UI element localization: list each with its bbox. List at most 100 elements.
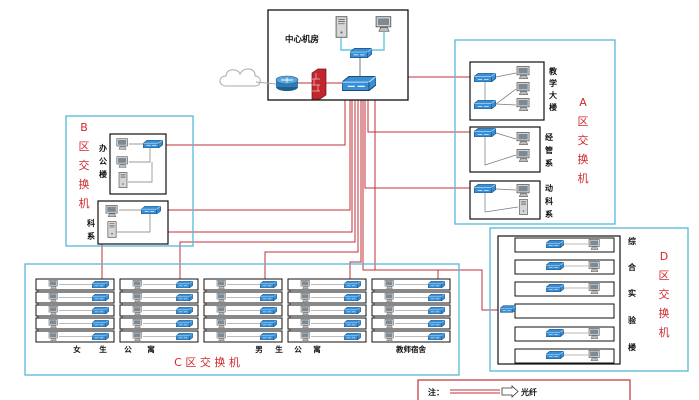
center-distribution-switch-icon	[350, 48, 372, 58]
a3-char-0: 动	[545, 183, 553, 193]
fiber-center-to-c-c	[264, 92, 359, 283]
legend-note-label: 注：	[428, 387, 444, 397]
fiber-center-to-a-building-3	[364, 92, 472, 189]
c-switch-icon	[260, 294, 277, 301]
a1-char-2: 大	[549, 90, 557, 100]
zone-d-label-4: 机	[659, 325, 670, 339]
a2-switch-icon	[474, 128, 496, 137]
a3-char-1: 科	[545, 196, 553, 206]
c-switch-icon	[176, 333, 193, 340]
legend: 注： 光纤	[417, 379, 631, 400]
internet-cloud-icon	[219, 68, 277, 87]
a1-char-0: 教	[548, 66, 558, 76]
zone-a-border	[454, 39, 616, 225]
c-switch-icon	[428, 307, 445, 314]
b2-tower-icon	[107, 221, 117, 238]
b2-switch-icon	[141, 206, 161, 214]
d-floor-3	[514, 281, 615, 297]
c-switch-icon	[176, 294, 193, 301]
d-switch-icon	[546, 329, 564, 337]
c-label-girls-3: 寓	[147, 344, 155, 354]
zone-c-buildings	[35, 278, 451, 343]
c-switch-icon	[92, 333, 109, 340]
fiber-center-to-b-office	[158, 92, 346, 146]
c-building-3	[203, 278, 283, 343]
firewall-icon	[311, 68, 327, 100]
d-building-box	[497, 235, 621, 365]
zone-a-label-2: 交	[578, 133, 589, 147]
c-switch-icon	[428, 294, 445, 301]
zone-b-label-4: 机	[79, 196, 90, 210]
zone-a-label-4: 机	[578, 171, 589, 185]
a2-char-2: 系	[545, 158, 553, 168]
center-core-switch-icon	[342, 76, 376, 91]
c-switch-icon	[344, 281, 361, 288]
c-switch-icon	[92, 320, 109, 327]
zone-d-label-3: 换	[659, 306, 670, 320]
zone-a: A 区 交 换 机 教 学 大 楼 经 管 系	[454, 39, 616, 225]
c-switch-icon	[344, 294, 361, 301]
fiber-center-to-c-b	[179, 92, 356, 283]
b1-char-1: 公	[99, 157, 107, 166]
zone-d-label-1: 区	[659, 269, 670, 282]
c-label-girls-1: 生	[99, 344, 107, 354]
d-floor-5	[514, 348, 615, 364]
zone-a-label-0: A	[579, 96, 587, 109]
b1-char-0: 办	[99, 143, 107, 153]
c-switch-icon	[428, 320, 445, 327]
d-bldg-char-0: 综	[628, 236, 636, 246]
d-bldg-char-2: 实	[628, 288, 636, 298]
c-switch-icon	[176, 281, 193, 288]
c-switch-icon	[176, 307, 193, 314]
zone-d: 综 合 实 验 楼 D 区 交 换 机	[489, 227, 689, 372]
d-floor-row	[514, 303, 615, 319]
c-label-girls-2: 公	[124, 345, 132, 354]
c-switch-icon	[92, 294, 109, 301]
b2-char-0: 科	[87, 218, 95, 228]
a1-switch-1-icon	[474, 73, 496, 82]
c-switch-icon	[428, 281, 445, 288]
c-switch-icon	[260, 320, 277, 327]
d-floor-1	[514, 237, 615, 253]
zone-b-label-3: 换	[79, 177, 90, 191]
zone-a-label-1: 区	[578, 115, 589, 128]
c-building-5	[371, 278, 451, 343]
zone-a-label-3: 换	[578, 152, 589, 166]
center-server-tower-icon	[335, 16, 348, 38]
a1-char-1: 学	[549, 78, 557, 88]
fiber-center-to-c-d	[349, 92, 362, 283]
a-building-1: 教 学 大 楼	[469, 61, 558, 121]
d-bldg-char-1: 合	[627, 262, 637, 272]
b-building-office: 办 公 楼	[99, 133, 167, 195]
fiber-center-to-b-dept	[158, 92, 351, 211]
c-label-boys-3: 寓	[313, 344, 321, 354]
b2-char-1: 系	[87, 231, 95, 241]
c-label-boys-0: 男	[255, 345, 263, 354]
a-building-3: 动 科 系	[469, 180, 553, 220]
a3-char-2: 系	[545, 209, 553, 219]
zone-b-label-0: B	[80, 121, 88, 134]
center-data-links	[340, 32, 385, 51]
zone-d-border	[489, 227, 689, 372]
c-label-boys-1: 生	[275, 344, 283, 354]
center-machine-room: 中心机房	[267, 9, 409, 101]
d-bldg-char-3: 验	[628, 315, 637, 325]
d-core-switch-icon	[500, 305, 516, 313]
a1-switch-2-icon	[474, 100, 496, 109]
b1-char-2: 楼	[99, 169, 107, 179]
c-switch-icon	[176, 320, 193, 327]
zone-b-label-1: 区	[79, 140, 90, 153]
a-building-2: 经 管 系	[469, 126, 553, 173]
legend-box	[417, 379, 631, 400]
d-switch-icon	[546, 262, 564, 270]
zone-b-border	[65, 115, 194, 247]
c-switch-icon	[92, 281, 109, 288]
c-building-4	[287, 278, 367, 343]
c-switch-icon	[92, 307, 109, 314]
c-switch-icon	[428, 333, 445, 340]
zone-b-label-2: 交	[79, 158, 90, 172]
router-icon	[275, 75, 299, 91]
fiber-center-to-c-a	[101, 92, 353, 283]
c-label-boys-2: 公	[294, 345, 302, 354]
